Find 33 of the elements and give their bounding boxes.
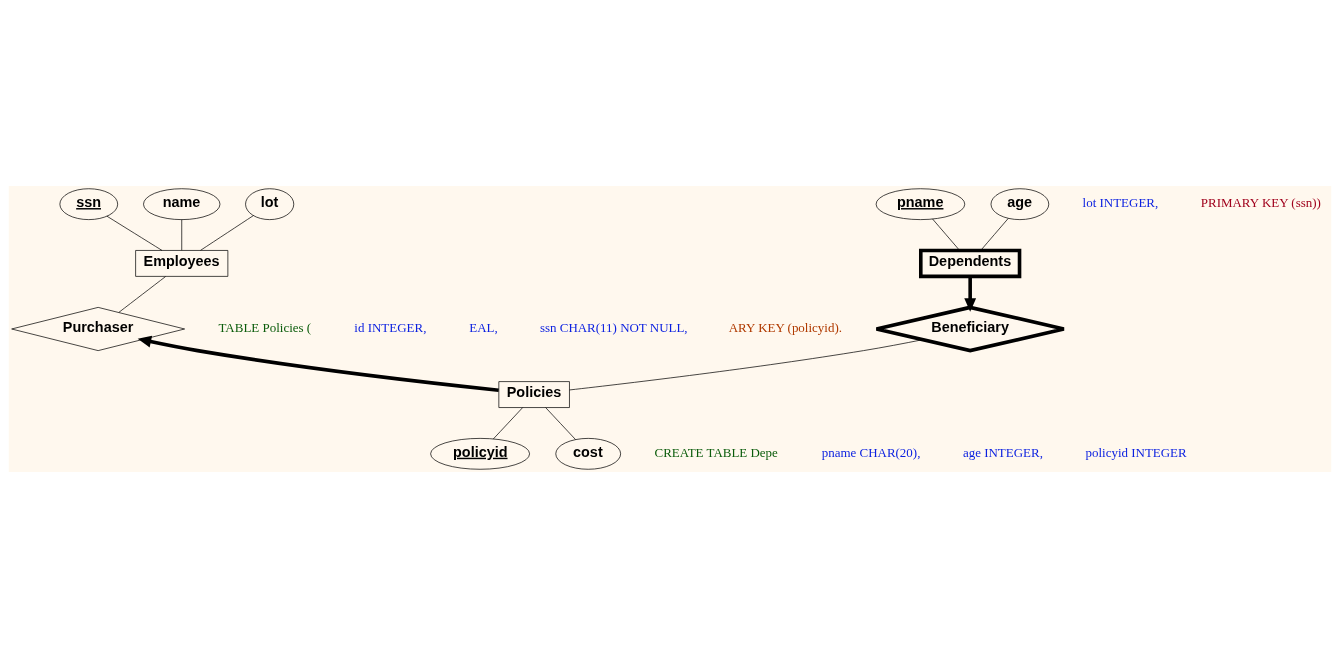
node-box: Policies (498, 381, 570, 408)
label: policyid INTEGER (1085, 445, 1187, 460)
connector (492, 407, 524, 440)
node-box: Employees (135, 250, 229, 277)
node-ellipse: policyid (430, 438, 530, 470)
label: age INTEGER, (962, 445, 1043, 460)
connector (545, 407, 576, 441)
arrow (137, 335, 499, 393)
node-ellipse: ssn (59, 188, 119, 220)
connector (106, 215, 163, 251)
label: id INTEGER, (354, 320, 427, 336)
label: lot INTEGER, (1082, 195, 1159, 211)
node-ellipse: pname (875, 188, 966, 220)
label: ssn CHAR(11) NOT NULL, (539, 320, 688, 336)
node-ellipse: lot (245, 188, 295, 220)
node-diamond: Beneficiary (874, 305, 1066, 353)
label: TABLE Policies ( (218, 320, 312, 336)
connector (118, 276, 166, 313)
node-ellipse: name (143, 188, 221, 220)
label: ARY KEY (policyid). (728, 320, 842, 336)
label: CREATE TABLE Depe (654, 445, 778, 460)
connector (569, 339, 923, 391)
label: pname CHAR(20), (821, 445, 921, 460)
node-ellipse: cost (555, 438, 621, 470)
connector (932, 218, 960, 251)
connector (980, 217, 1009, 251)
node-box: Dependents (919, 248, 1022, 279)
connector (200, 215, 254, 251)
label: PRIMARY KEY (ssn)) (1200, 195, 1321, 211)
label: EAL, (469, 320, 498, 336)
arrow (964, 276, 977, 312)
node-ellipse: age (990, 188, 1050, 220)
connector (181, 219, 183, 251)
